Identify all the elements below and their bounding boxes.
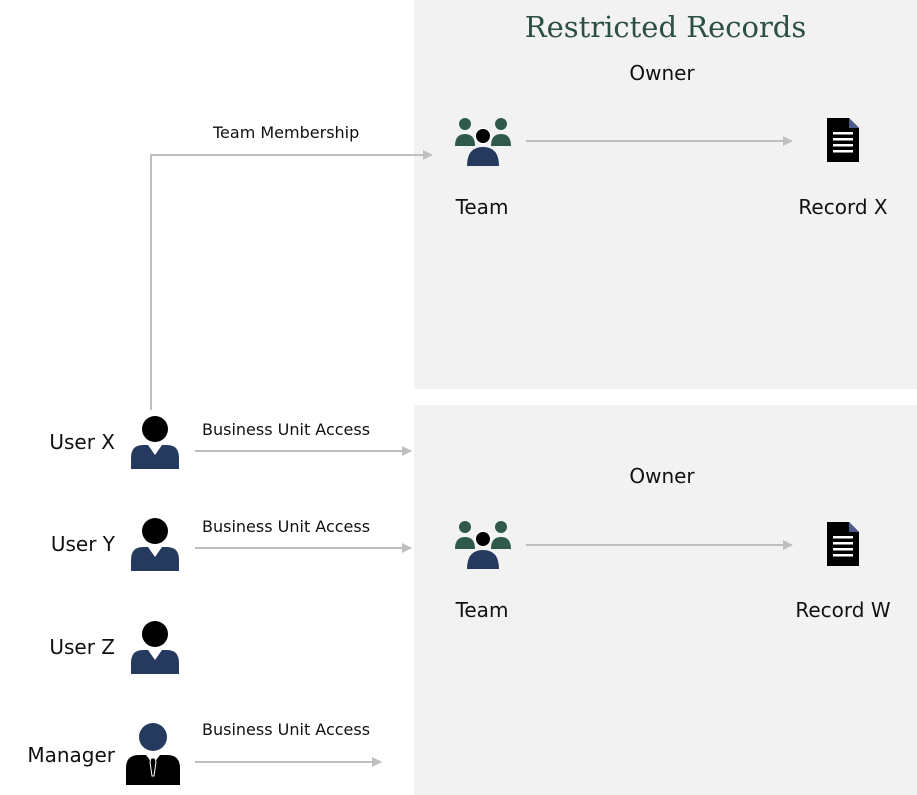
restricted-records-panel [414, 0, 917, 389]
owner-label: Owner [629, 464, 695, 488]
user-icon [131, 416, 179, 469]
record-w-label: Record W [795, 598, 891, 622]
business-unit-panel [414, 405, 917, 795]
team-label: Team [455, 598, 509, 622]
team-icon [455, 521, 511, 569]
user-x-label: User X [49, 430, 115, 454]
user-z-label: User Z [49, 635, 115, 659]
team-icon [455, 118, 511, 166]
team-membership-label: Team Membership [213, 123, 360, 142]
manager-icon [126, 723, 180, 785]
record-x-label: Record X [798, 195, 888, 219]
team-membership-arrow [150, 150, 433, 410]
document-icon [827, 118, 859, 162]
business-unit-access-label: Business Unit Access [202, 420, 371, 439]
manager-label: Manager [27, 743, 115, 767]
team-label: Team [455, 195, 509, 219]
document-icon [827, 522, 859, 566]
owner-label: Owner [629, 61, 695, 85]
business-unit-access-label: Business Unit Access [202, 720, 371, 739]
business-unit-access-label: Business Unit Access [202, 517, 371, 536]
diagram-title: Restricted Records [524, 10, 807, 44]
user-y-label: User Y [50, 532, 115, 556]
user-icon [131, 621, 179, 674]
user-icon [131, 518, 179, 571]
